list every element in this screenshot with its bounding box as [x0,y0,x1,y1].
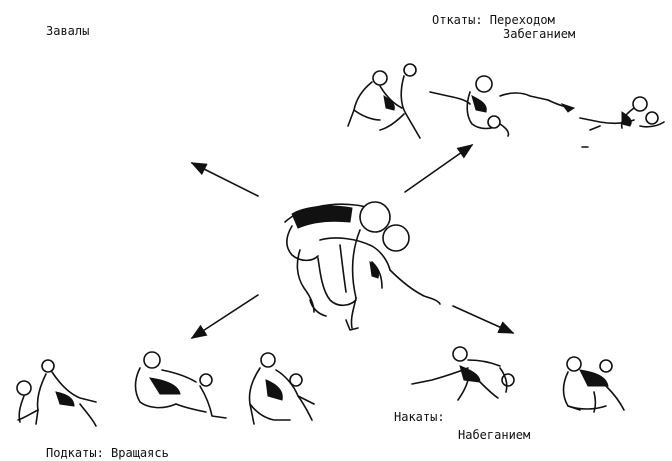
podkaty-figure-1 [17,360,96,426]
otkaty-figure-2 [430,76,574,136]
arrow-down-left [192,295,258,338]
arrow-up-right [405,145,472,192]
podkaty-figure-3 [249,353,314,424]
central-wrestlers-figure [285,202,440,330]
podkaty-figure-2 [136,352,227,418]
nakaty-figure-1 [412,347,514,400]
arrow-down-right [453,306,513,333]
arrow-up-left [192,163,258,196]
nakaty-figure-2 [564,357,625,412]
otkaty-figure-3 [580,97,664,130]
otkaty-figure-1 [348,64,420,138]
